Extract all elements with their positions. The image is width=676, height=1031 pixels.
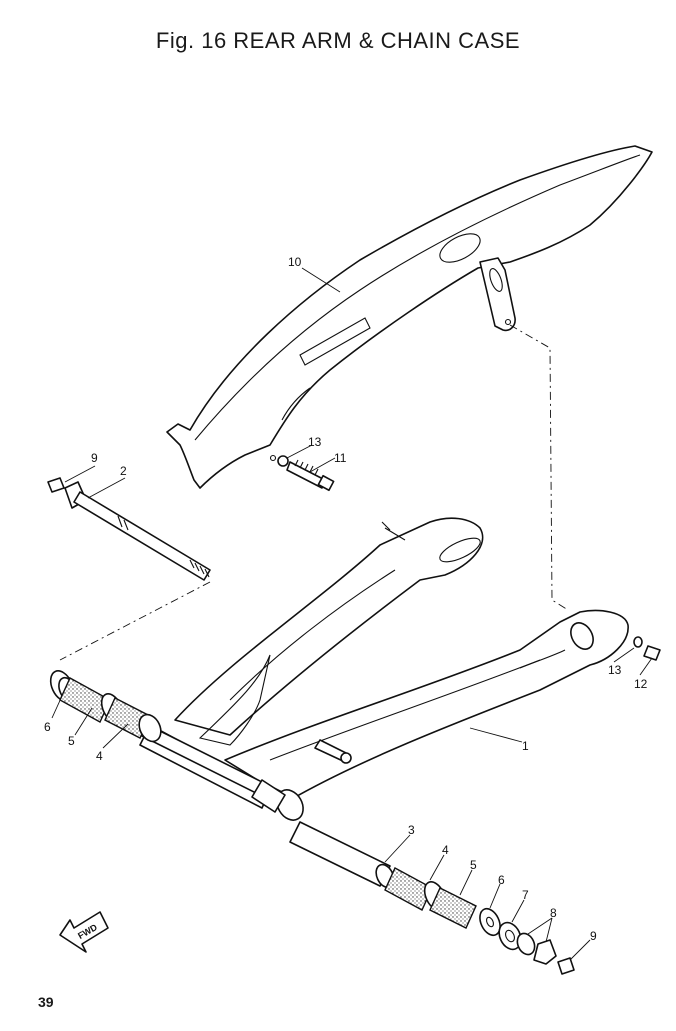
screw-and-washer-upper [277, 455, 335, 492]
callout-5-right: 5 [470, 858, 477, 872]
screw-and-washer-rear [633, 636, 661, 661]
callout-6-left: 6 [44, 720, 51, 734]
callout-9-upper: 9 [91, 451, 98, 465]
callout-2: 2 [120, 464, 127, 478]
rear-arm [139, 517, 629, 821]
pivot-shaft [47, 477, 211, 581]
callout-4-right: 4 [442, 843, 449, 857]
callout-13-upper: 13 [308, 435, 322, 449]
leader-lines [51, 267, 653, 961]
callout-13-rear: 13 [608, 663, 622, 677]
callout-7: 7 [522, 888, 529, 902]
callout-4-left: 4 [96, 749, 103, 763]
callout-9-lower: 9 [590, 929, 597, 943]
left-bushing-set [49, 670, 162, 743]
forward-direction-arrow: FWD [59, 911, 109, 953]
callout-10: 10 [288, 255, 302, 269]
callout-3: 3 [408, 823, 415, 837]
callout-11: 11 [334, 451, 347, 465]
page-number: 39 [38, 994, 54, 1010]
callout-5-left: 5 [68, 734, 75, 748]
figure-title: Fig. 16 REAR ARM & CHAIN CASE [155, 28, 521, 53]
chain-case [166, 145, 653, 489]
callout-12: 12 [634, 677, 648, 691]
bracket-alignment-line [509, 324, 569, 611]
callout-6-right: 6 [498, 873, 505, 887]
callout-8: 8 [550, 906, 557, 920]
right-bushing-set [289, 821, 575, 975]
shaft-alignment-line [59, 581, 211, 661]
callout-1: 1 [522, 739, 529, 753]
